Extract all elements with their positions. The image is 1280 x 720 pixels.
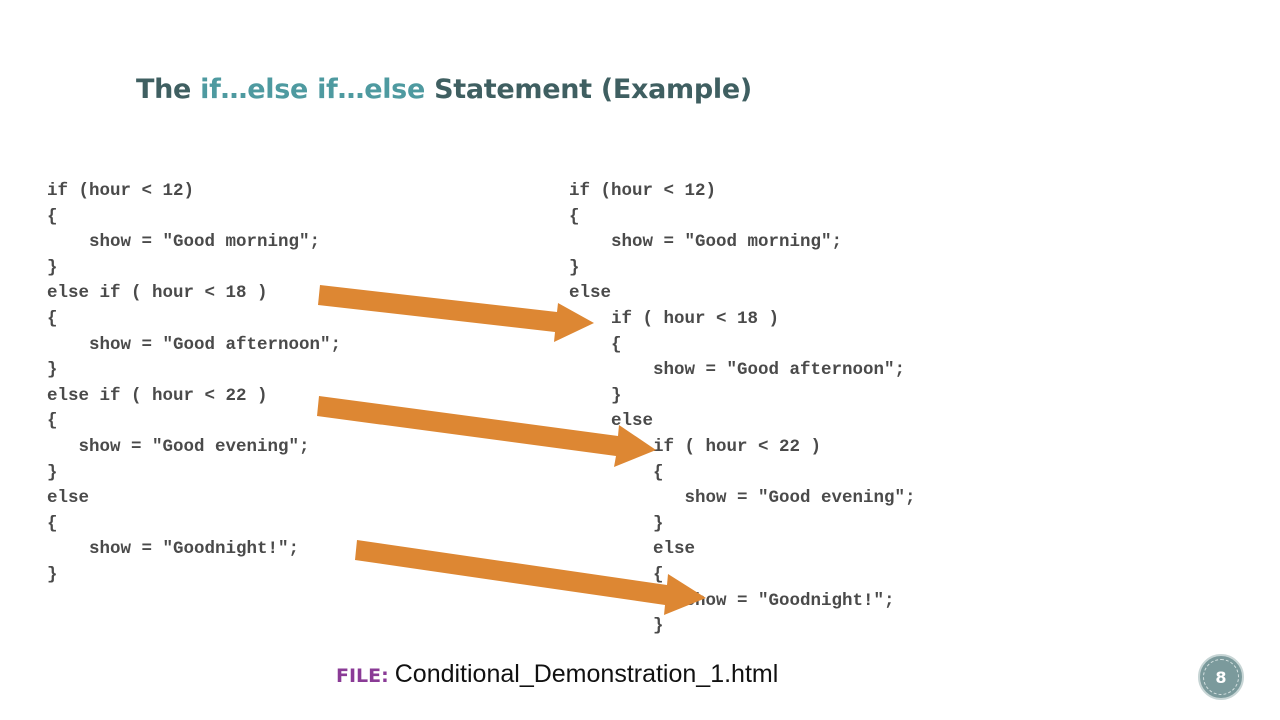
file-reference: FILE:Conditional_Demonstration_1.html xyxy=(336,660,778,689)
code-line: } xyxy=(569,513,664,534)
code-line: show = "Good morning"; xyxy=(47,232,321,253)
code-line: show = "Good afternoon"; xyxy=(569,360,906,381)
page-badge-ring: 8 xyxy=(1203,659,1239,695)
code-line: else if ( hour < 22 ) xyxy=(47,385,268,406)
code-line: else xyxy=(569,283,612,304)
code-line: { xyxy=(47,513,58,534)
code-line: { xyxy=(569,564,664,585)
code-line: else xyxy=(569,411,654,432)
code-line: { xyxy=(47,308,58,329)
code-line: if (hour < 12) xyxy=(47,181,195,201)
code-line: } xyxy=(47,462,58,483)
code-line: if ( hour < 22 ) xyxy=(569,436,822,457)
arrow-goodnight-icon xyxy=(355,540,706,615)
file-label: FILE: xyxy=(336,665,389,687)
file-name: Conditional_Demonstration_1.html xyxy=(394,660,779,688)
code-line: { xyxy=(47,411,58,432)
title-after: Statement (Example) xyxy=(424,74,752,105)
code-line: else xyxy=(569,539,696,560)
code-line: } xyxy=(569,257,580,278)
code-line: else xyxy=(47,488,90,509)
arrow-afternoon-icon xyxy=(318,285,594,342)
code-line: else if ( hour < 18 ) xyxy=(47,283,268,304)
code-line: show = "Good morning"; xyxy=(569,232,843,253)
code-line: show = "Good evening"; xyxy=(569,488,916,509)
title-highlight: if…else if…else xyxy=(200,74,425,105)
page-number-badge: 8 xyxy=(1198,654,1244,700)
code-line: { xyxy=(569,206,580,227)
code-line: { xyxy=(569,334,622,355)
code-line: show = "Good afternoon"; xyxy=(47,334,342,355)
code-line: { xyxy=(47,206,58,227)
code-line: { xyxy=(569,462,664,483)
slide-title: The if…else if…else Statement (Example) xyxy=(136,74,752,105)
code-block-left: if (hour < 12) { show = "Good morning";} e… xyxy=(47,179,341,589)
code-line: } xyxy=(47,564,58,585)
code-line: show = "Goodnight!"; xyxy=(47,539,300,560)
page-number: 8 xyxy=(1215,667,1227,687)
title-before: The xyxy=(136,74,201,105)
code-line: } xyxy=(47,360,58,381)
code-line: } xyxy=(569,616,664,637)
arrow-evening-icon xyxy=(317,396,656,467)
code-line: if ( hour < 18 ) xyxy=(569,308,780,329)
code-line: } xyxy=(47,257,58,278)
code-line: } xyxy=(569,385,622,406)
code-line: if (hour < 12) xyxy=(569,181,717,201)
code-line: show = "Good evening"; xyxy=(47,436,310,457)
